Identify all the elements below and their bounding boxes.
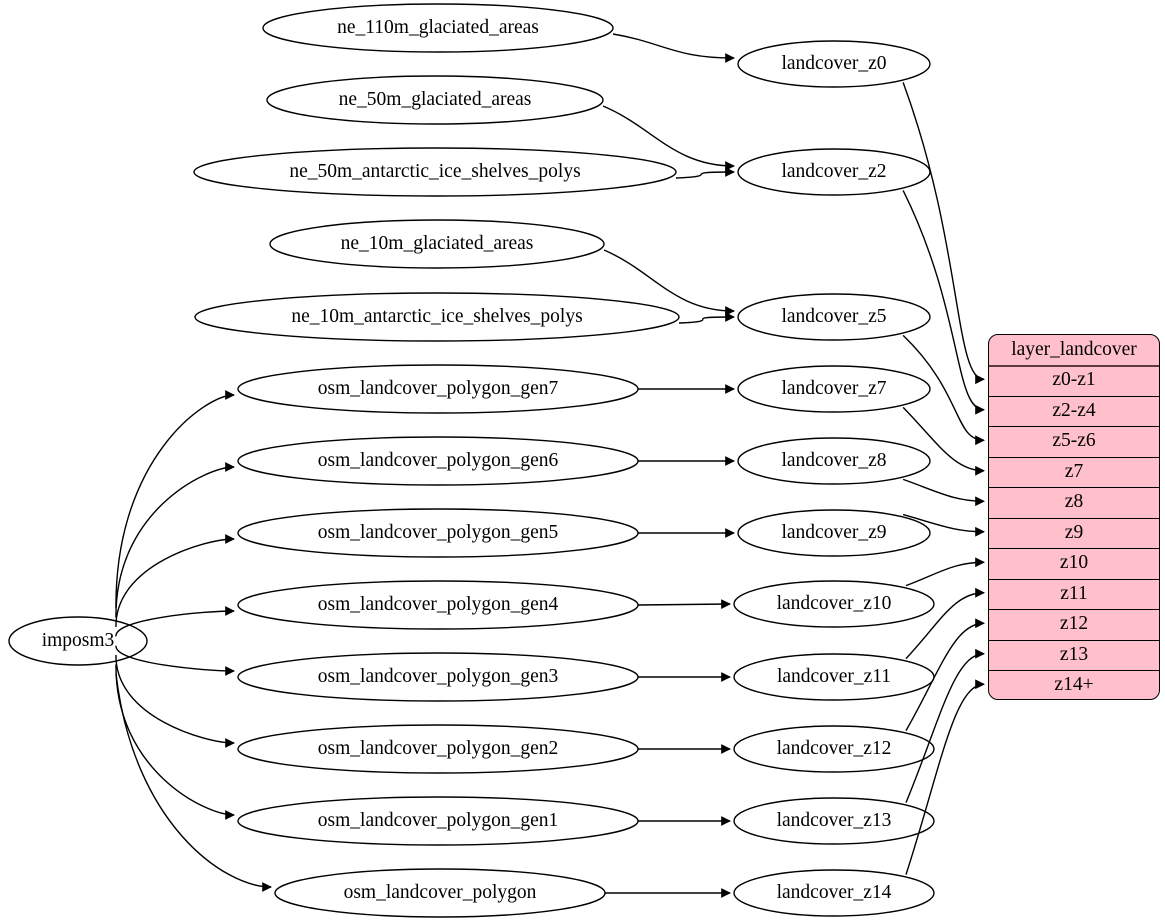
edge-landcover-10-to-table-row — [905, 679, 985, 875]
node-osm-5[interactable] — [237, 724, 639, 774]
layer-table-row-z2-z4[interactable]: z2-z4 — [989, 396, 1159, 427]
node-landcover-2[interactable] — [737, 293, 931, 341]
node-ne-3[interactable] — [269, 219, 605, 269]
layer-table-row-z0-z1[interactable]: z0-z1 — [989, 365, 1159, 397]
edge-imposm3-to-osm-4 — [115, 645, 235, 676]
node-ne-4[interactable] — [194, 292, 680, 342]
layer-table-row-z8[interactable]: z8 — [989, 487, 1159, 519]
layer-table-row-z10[interactable]: z10 — [989, 548, 1159, 580]
node-osm-2[interactable] — [237, 508, 639, 558]
node-landcover-7[interactable] — [733, 653, 935, 701]
edge-landcover-6-to-table-row — [905, 557, 985, 587]
edge-ne-0-to-landcover — [612, 33, 735, 63]
edge-imposm3-to-osm-6 — [115, 664, 235, 820]
edge-osm-3-to-landcover — [637, 599, 731, 609]
node-ne-1[interactable] — [266, 75, 604, 125]
node-osm-7[interactable] — [274, 868, 606, 918]
layer-table-title: layer_landcover — [989, 335, 1159, 367]
node-imposm3[interactable] — [8, 616, 148, 666]
edge-imposm3-to-osm-1 — [115, 462, 235, 618]
node-osm-3[interactable] — [237, 580, 639, 630]
edge-imposm3-to-osm-3 — [115, 606, 235, 637]
node-landcover-5[interactable] — [737, 509, 931, 557]
layer-table-row-z7[interactable]: z7 — [989, 457, 1159, 488]
layer-table-row-z5-z6[interactable]: z5-z6 — [989, 426, 1159, 458]
edge-landcover-1-to-table-row — [902, 190, 985, 415]
node-ne-2[interactable] — [193, 147, 677, 197]
node-osm-0[interactable] — [237, 364, 639, 414]
edge-ne-1-to-landcover — [602, 105, 735, 171]
layer-table-row-z11[interactable]: z11 — [989, 579, 1159, 610]
node-landcover-0[interactable] — [737, 40, 931, 88]
layer-table-row-z12[interactable]: z12 — [989, 609, 1159, 641]
layer-table-row-z14+[interactable]: z14+ — [1054, 674, 1094, 696]
node-osm-1[interactable] — [237, 436, 639, 486]
node-landcover-1[interactable] — [737, 148, 931, 196]
node-landcover-8[interactable] — [733, 725, 935, 773]
node-osm-4[interactable] — [237, 652, 639, 702]
edge-landcover-2-to-table-row — [902, 334, 985, 446]
edge-ne-4-to-landcover — [678, 312, 735, 324]
node-landcover-6[interactable] — [733, 580, 935, 628]
edge-imposm3-to-osm-5 — [115, 655, 235, 748]
edge-imposm3-to-osm-2 — [115, 534, 235, 627]
edge-ne-2-to-landcover — [675, 167, 735, 179]
node-landcover-3[interactable] — [737, 365, 931, 413]
layer-table-row-z13[interactable]: z13 — [989, 640, 1159, 671]
edge-landcover-0-to-table-row — [902, 82, 985, 385]
edge-landcover-8-to-table-row — [905, 618, 985, 731]
node-ne-0[interactable] — [262, 3, 614, 53]
edge-landcover-4-to-table-row — [902, 478, 985, 507]
edge-landcover-9-to-table-row — [905, 648, 985, 803]
edge-imposm3-to-osm-0 — [115, 390, 235, 609]
node-landcover-4[interactable] — [737, 437, 931, 485]
edge-landcover-5-to-table-row — [902, 513, 985, 537]
node-osm-6[interactable] — [237, 796, 639, 846]
edge-landcover-3-to-table-row — [902, 406, 985, 476]
edge-imposm3-to-osm-7 — [115, 673, 272, 892]
edge-landcover-7-to-table-row — [905, 587, 985, 660]
edge-ne-3-to-landcover — [603, 249, 735, 316]
node-landcover-10[interactable] — [733, 869, 935, 917]
layer-table-row-z9[interactable]: z9 — [989, 518, 1159, 549]
node-landcover-9[interactable] — [733, 797, 935, 845]
